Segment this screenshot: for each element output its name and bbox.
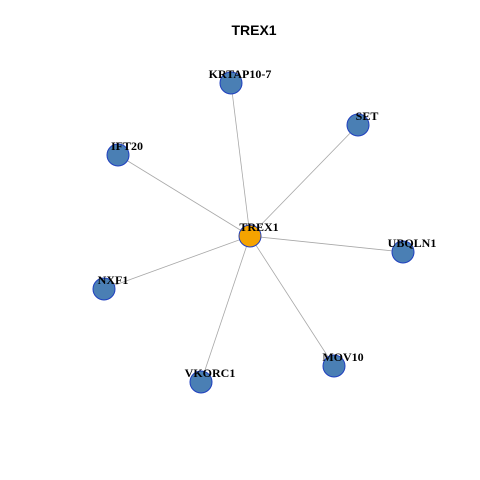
node-ift20	[106, 143, 130, 167]
edge-hub-mov10	[249, 235, 335, 367]
edge-hub-krtap10-7	[230, 82, 251, 237]
node-label-mov10: MOV10	[322, 350, 363, 364]
node-nxf1	[92, 277, 116, 301]
node-label-ubqln1: UBQLN1	[388, 236, 437, 250]
node-label-ift20: IFT20	[111, 139, 143, 153]
edge-hub-set	[249, 124, 359, 237]
node-vkorc1	[189, 370, 213, 394]
node-set	[346, 113, 370, 137]
node-label-nxf1: NXF1	[98, 273, 129, 287]
node-ubqln1	[391, 240, 415, 264]
edge-layer	[103, 82, 404, 383]
node-hub	[238, 224, 262, 248]
node-mov10	[322, 354, 346, 378]
edge-hub-nxf1	[103, 235, 251, 290]
node-krtap10-7	[219, 71, 243, 95]
edge-hub-ift20	[117, 154, 251, 237]
node-label-set: SET	[356, 109, 379, 123]
edge-hub-ubqln1	[249, 235, 404, 253]
node-label-vkorc1: VKORC1	[185, 366, 236, 380]
node-label-krtap10-7: KRTAP10-7	[209, 67, 272, 81]
diagram-title: TREX1	[231, 22, 276, 38]
edge-hub-vkorc1	[200, 235, 251, 383]
node-label-hub: TREX1	[239, 220, 278, 234]
